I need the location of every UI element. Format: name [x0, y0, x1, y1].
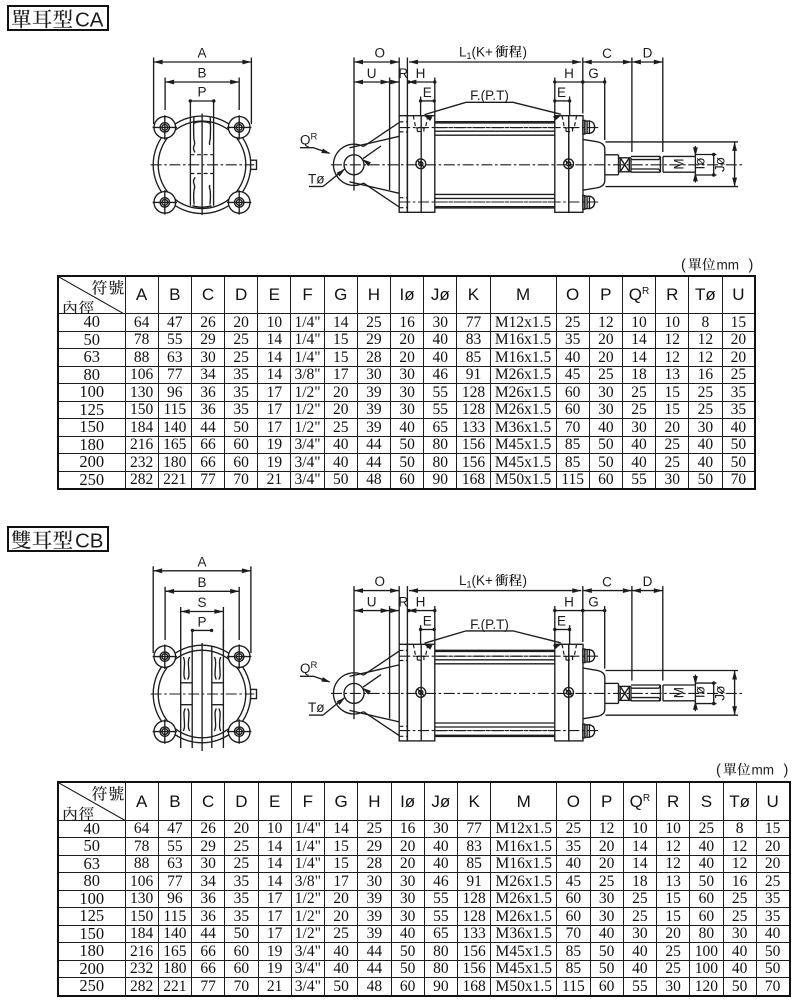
svg-text:D: D [643, 46, 653, 61]
svg-text:): ) [523, 45, 528, 60]
svg-text:P: P [197, 85, 206, 100]
svg-text:H: H [416, 66, 426, 81]
svg-text:mm: mm [752, 763, 775, 778]
svg-text:L1(K+: L1(K+ [459, 45, 493, 62]
svg-text:M: M [672, 158, 687, 169]
svg-text:G: G [588, 66, 599, 81]
svg-text:mm: mm [717, 258, 740, 273]
svg-text:E: E [557, 85, 566, 100]
svg-text:B: B [197, 66, 206, 81]
svg-text:H: H [564, 66, 574, 81]
svg-text:P: P [197, 614, 206, 629]
svg-text:R: R [398, 66, 408, 81]
svg-text:Tø: Tø [308, 172, 325, 187]
svg-text:B: B [197, 575, 206, 590]
svg-text:E: E [423, 85, 432, 100]
svg-text:CB: CB [75, 530, 103, 553]
svg-text:S: S [197, 595, 206, 610]
svg-text:CA: CA [75, 9, 104, 32]
svg-text:A: A [197, 46, 206, 61]
svg-text:(: ( [681, 258, 686, 274]
svg-text:QR: QR [300, 132, 318, 148]
svg-text:): ) [749, 258, 754, 274]
svg-text:(: ( [716, 763, 721, 779]
svg-text:C: C [602, 46, 612, 61]
svg-text:Iø: Iø [693, 158, 708, 170]
svg-text:): ) [784, 763, 789, 779]
svg-text:O: O [374, 46, 385, 61]
svg-text:A: A [197, 554, 206, 569]
svg-text:Jø: Jø [713, 157, 728, 172]
svg-text:F.(P.T): F.(P.T) [470, 88, 509, 103]
svg-text:U: U [367, 66, 377, 81]
